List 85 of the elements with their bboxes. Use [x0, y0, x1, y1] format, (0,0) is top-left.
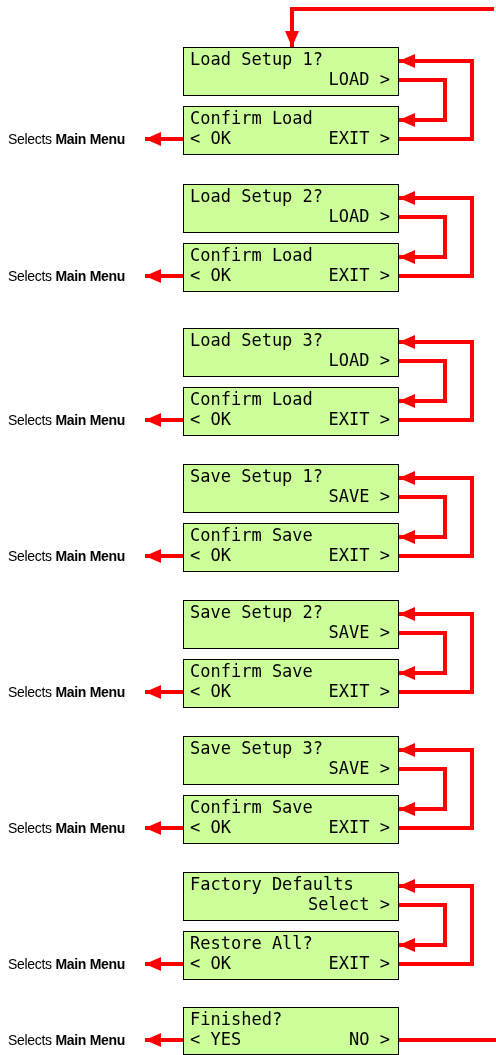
lcd-screen — [183, 931, 399, 980]
note-text: Selects Main Menu — [8, 547, 126, 565]
arrow — [399, 54, 474, 141]
screen-text: Restore All? — [190, 933, 313, 953]
arrow — [399, 495, 447, 544]
arrow — [399, 743, 474, 830]
screen-text: Load Setup 1? — [190, 49, 324, 69]
note-text: Selects Main Menu — [8, 130, 126, 148]
arrow — [399, 215, 447, 264]
lcd-screen — [183, 106, 399, 155]
screen-text: Confirm Save — [190, 797, 313, 817]
screen-text: < OK — [190, 545, 231, 565]
screen-text: LOAD > — [328, 206, 390, 226]
arrow — [399, 903, 447, 952]
screen-text: Save Setup 2? — [190, 602, 324, 622]
arrow — [399, 767, 447, 816]
note-text: Selects Main Menu — [8, 411, 126, 429]
arrow — [145, 413, 183, 427]
arrow — [399, 191, 474, 278]
screen-text: LOAD > — [328, 69, 390, 89]
lcd-screen — [183, 243, 399, 292]
screen-text: < OK — [190, 265, 231, 285]
arrow — [399, 879, 474, 966]
screen-text: Load Setup 2? — [190, 186, 324, 206]
screen-text: NO > — [349, 1029, 390, 1049]
screen-text: Load Setup 3? — [190, 330, 324, 350]
lcd-screen — [183, 1007, 399, 1055]
arrow — [399, 359, 447, 408]
screen-text: Finished? — [190, 1009, 283, 1029]
screen-text: Confirm Load — [190, 245, 313, 265]
lcd-screen — [183, 328, 399, 377]
screen-text: Factory Defaults — [190, 874, 354, 894]
screen-text: EXIT > — [328, 545, 390, 565]
screen-text: Save Setup 3? — [190, 738, 324, 758]
screen-text: SAVE > — [328, 486, 390, 506]
note-text: Selects Main Menu — [8, 683, 126, 701]
arrow — [399, 335, 474, 422]
arrow — [399, 607, 474, 694]
arrow — [399, 78, 447, 127]
note-text: Selects Main Menu — [8, 1031, 126, 1049]
arrow — [145, 269, 183, 283]
lcd-screen — [183, 47, 399, 96]
arrow — [399, 631, 447, 680]
screen-text: Confirm Save — [190, 525, 313, 545]
screen-text: EXIT > — [328, 817, 390, 837]
lcd-screen — [183, 464, 399, 513]
note-text: Selects Main Menu — [8, 955, 126, 973]
screen-text: < OK — [190, 128, 231, 148]
lcd-screen — [183, 736, 399, 785]
arrow — [145, 549, 183, 563]
screen-text: SAVE > — [328, 622, 390, 642]
arrow — [145, 132, 183, 146]
screen-text: SAVE > — [328, 758, 390, 778]
lcd-screen — [183, 872, 399, 921]
lcd-screen — [183, 795, 399, 844]
lcd-screen — [183, 184, 399, 233]
lcd-screen — [183, 387, 399, 436]
screen-text: Confirm Load — [190, 108, 313, 128]
screen-text: Confirm Load — [190, 389, 313, 409]
arrow — [145, 685, 183, 699]
arrow — [145, 1033, 183, 1047]
screen-text: EXIT > — [328, 953, 390, 973]
screen-text: EXIT > — [328, 409, 390, 429]
connector-line — [399, 1038, 496, 1042]
screen-text: Save Setup 1? — [190, 466, 324, 486]
screen-text: EXIT > — [328, 128, 390, 148]
note-text: Selects Main Menu — [8, 819, 126, 837]
lcd-screen — [183, 523, 399, 572]
arrow — [145, 957, 183, 971]
arrow — [399, 471, 474, 558]
screen-text: < OK — [190, 953, 231, 973]
lcd-screen — [183, 659, 399, 708]
screen-text: Select > — [308, 894, 390, 914]
screen-text: LOAD > — [328, 350, 390, 370]
screen-text: < OK — [190, 681, 231, 701]
screen-text: EXIT > — [328, 265, 390, 285]
screen-text: < OK — [190, 409, 231, 429]
screen-text: EXIT > — [328, 681, 390, 701]
arrow — [285, 7, 494, 47]
arrow — [145, 821, 183, 835]
note-text: Selects Main Menu — [8, 267, 126, 285]
lcd-screen — [183, 600, 399, 649]
screen-text: < OK — [190, 817, 231, 837]
screen-text: < YES — [190, 1029, 242, 1049]
screen-text: Confirm Save — [190, 661, 313, 681]
